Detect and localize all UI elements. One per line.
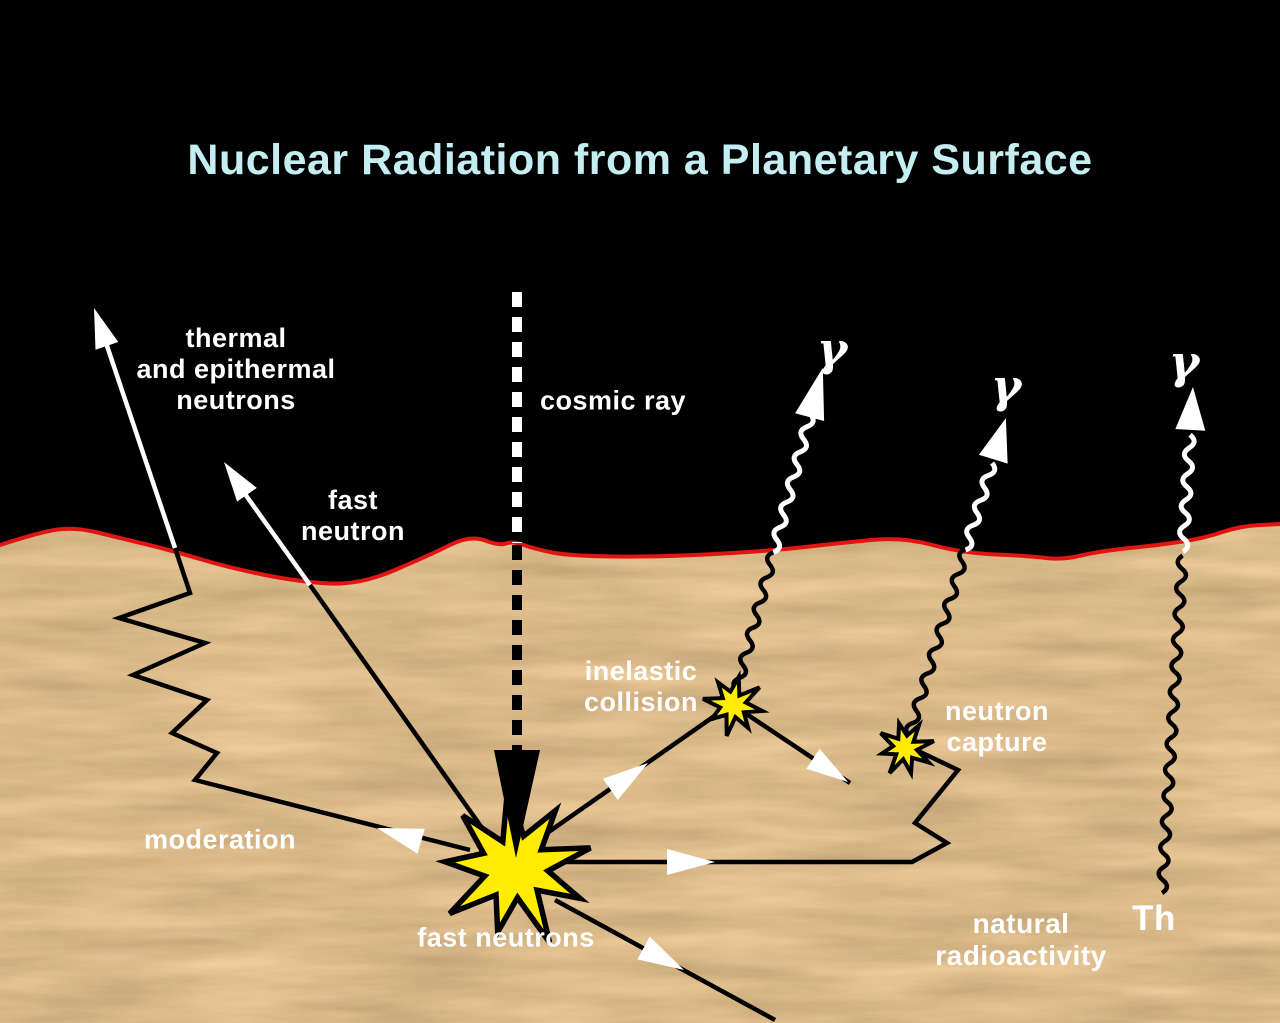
- label-natural-radioactivity: natural radioactivity: [935, 908, 1107, 971]
- gamma-symbol-1: γ: [816, 321, 848, 376]
- gamma-symbol-2: γ: [990, 358, 1022, 413]
- label-inelastic-collision: inelastic collision: [583, 656, 699, 717]
- gamma-ray-capture: [903, 418, 1008, 751]
- label-fast-neutrons: fast neutrons: [417, 922, 595, 953]
- label-moderation: moderation: [143, 824, 297, 855]
- label-thermal-epithermal-neutrons: thermal and epithermal neutrons: [136, 322, 336, 415]
- terrain: [0, 524, 1280, 1023]
- label-cosmic-ray: cosmic ray: [539, 385, 687, 416]
- cosmic-ray-track: [494, 292, 540, 858]
- label-thorium: Th: [1132, 899, 1176, 939]
- label-neutron-capture: neutron capture: [945, 696, 1049, 757]
- gamma-ray-thorium: [1156, 386, 1206, 895]
- diagram-title: Nuclear Radiation from a Planetary Surfa…: [187, 136, 1093, 184]
- particle-tracks: [94, 308, 962, 1022]
- surface-line: [0, 522, 1280, 586]
- gamma-symbol-3: γ: [1168, 334, 1200, 389]
- collision-bursts: [435, 670, 936, 944]
- label-fast-neutron: fast neutron: [301, 485, 405, 546]
